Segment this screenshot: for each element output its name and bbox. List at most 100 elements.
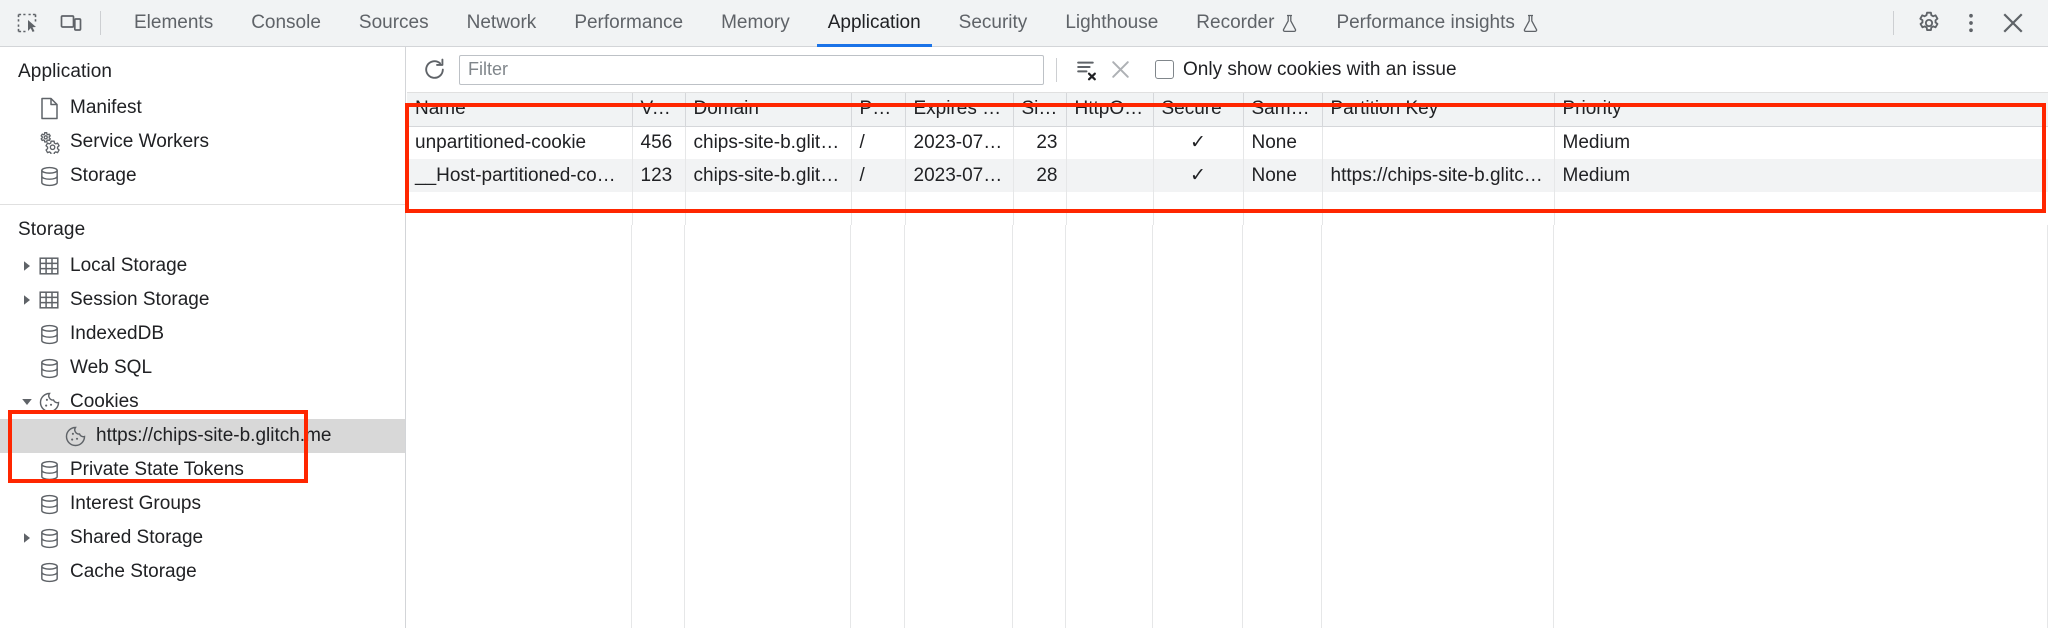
col-header-expires[interactable]: Expires / M…	[905, 93, 1014, 127]
col-header-httponly[interactable]: HttpOnly	[1066, 93, 1154, 127]
sidebar-item-cache-storage[interactable]: Cache Storage	[0, 555, 405, 589]
empty-cell	[1066, 192, 1154, 225]
cookie-icon	[62, 425, 88, 448]
cell-path: /	[851, 159, 906, 192]
col-header-name[interactable]: Name	[407, 93, 633, 127]
cell-domain: chips-site-b.glitch.me	[685, 159, 852, 192]
sidebar-item-storage[interactable]: Storage	[0, 159, 405, 193]
cell-secure: ✓	[1153, 126, 1244, 159]
cookies-toolbar: Only show cookies with an issue	[407, 47, 2048, 93]
tabbar-left-icons	[0, 8, 86, 38]
tab-label: Performance insights	[1336, 12, 1515, 33]
cell-priority: Medium	[1554, 126, 2048, 159]
only-issues-checkbox-row[interactable]: Only show cookies with an issue	[1155, 59, 1457, 81]
cell-expires: 2023-07-07…	[905, 159, 1014, 192]
column-separator	[1012, 225, 1013, 628]
chevron-right-icon[interactable]	[18, 260, 36, 272]
sidebar-item-indexeddb[interactable]: IndexedDB	[0, 317, 405, 351]
tab-application[interactable]: Application	[809, 0, 940, 47]
empty-cell	[1153, 192, 1244, 225]
table-header-row: Name Value Domain Path Expires / M… Size…	[407, 93, 2048, 127]
tab-recorder[interactable]: Recorder	[1177, 0, 1317, 47]
chevron-right-icon[interactable]	[18, 532, 36, 544]
cell-size: 23	[1013, 126, 1067, 159]
column-separator	[1242, 225, 1243, 628]
col-header-partition-key[interactable]: Partition Key	[1322, 93, 1555, 127]
sidebar-item-cookies[interactable]: Cookies	[0, 385, 405, 419]
tab-lighthouse[interactable]: Lighthouse	[1046, 0, 1177, 47]
filter-input[interactable]	[459, 54, 1044, 85]
cell-value: 123	[632, 159, 686, 192]
empty-cell	[407, 192, 633, 225]
device-toolbar-icon[interactable]	[56, 8, 86, 38]
sidebar-group-title-storage: Storage	[18, 219, 86, 240]
only-issues-checkbox[interactable]	[1155, 60, 1174, 79]
column-separator	[1553, 225, 1554, 628]
tabbar-right-icons	[1893, 4, 2048, 42]
sidebar-item-service-workers[interactable]: Service Workers	[0, 125, 405, 159]
sidebar-item-label: Service Workers	[70, 131, 210, 152]
gear-icon[interactable]	[1910, 4, 1948, 42]
tabbar-right-divider	[1893, 11, 1894, 35]
sidebar-item-local-storage[interactable]: Local Storage	[0, 249, 405, 283]
toolbar-divider	[1056, 57, 1057, 82]
sidebar-item-web-sql[interactable]: Web SQL	[0, 351, 405, 385]
inspect-element-icon[interactable]	[12, 8, 42, 38]
tab-performance-insights[interactable]: Performance insights	[1317, 0, 1557, 47]
table-empty-row	[407, 192, 2048, 225]
col-header-samesite[interactable]: SameSite	[1243, 93, 1323, 127]
cookies-table-wrapper: Name Value Domain Path Expires / M… Size…	[407, 93, 2048, 628]
database-icon	[36, 165, 62, 188]
col-header-priority[interactable]: Priority	[1554, 93, 2048, 127]
sidebar-item-label: https://chips-site-b.glitch.me	[96, 425, 332, 446]
cookies-table-body: unpartitioned-cookie 456 chips-site-b.gl…	[407, 126, 2048, 225]
sidebar-item-manifest[interactable]: Manifest	[0, 91, 405, 125]
tab-sources[interactable]: Sources	[340, 0, 448, 47]
table-icon	[36, 255, 62, 277]
sidebar-item-cookie-origin[interactable]: https://chips-site-b.glitch.me	[0, 419, 405, 453]
experiment-flask-icon	[1522, 14, 1539, 33]
empty-cell	[851, 192, 906, 225]
sidebar-item-label: Local Storage	[70, 255, 188, 276]
clear-filtered-cookies-icon[interactable]	[1069, 53, 1103, 87]
table-row[interactable]: __Host-partitioned-cookie 123 chips-site…	[407, 159, 2048, 192]
sidebar-item-label: Session Storage	[70, 289, 210, 310]
col-header-domain[interactable]: Domain	[685, 93, 852, 127]
col-header-size[interactable]: Size	[1013, 93, 1067, 127]
sidebar-item-private-state-tokens[interactable]: Private State Tokens	[0, 453, 405, 487]
cookie-icon	[36, 391, 62, 414]
tab-network[interactable]: Network	[448, 0, 556, 47]
tab-performance[interactable]: Performance	[555, 0, 702, 47]
tab-elements[interactable]: Elements	[115, 0, 232, 47]
table-row[interactable]: unpartitioned-cookie 456 chips-site-b.gl…	[407, 126, 2048, 159]
column-separator	[1152, 225, 1153, 628]
kebab-menu-icon[interactable]	[1952, 4, 1990, 42]
tab-label: Lighthouse	[1065, 12, 1159, 33]
sidebar-item-interest-groups[interactable]: Interest Groups	[0, 487, 405, 521]
tab-label: Sources	[358, 12, 429, 33]
col-header-secure[interactable]: Secure	[1153, 93, 1244, 127]
cell-partition-key: https://chips-site-b.glitch.me	[1322, 159, 1555, 192]
col-header-path[interactable]: Path	[851, 93, 906, 127]
tab-label: Application	[827, 12, 921, 33]
column-separator	[684, 225, 685, 628]
tab-console[interactable]: Console	[232, 0, 340, 47]
sidebar-item-shared-storage[interactable]: Shared Storage	[0, 521, 405, 555]
tab-memory[interactable]: Memory	[702, 0, 809, 47]
chevron-down-icon[interactable]	[18, 397, 36, 407]
col-header-value[interactable]: Value	[632, 93, 686, 127]
chevron-right-icon[interactable]	[18, 294, 36, 306]
sidebar-item-label: Storage	[70, 165, 137, 186]
refresh-icon[interactable]	[417, 53, 451, 87]
close-icon[interactable]	[1994, 4, 2032, 42]
tab-security[interactable]: Security	[940, 0, 1047, 47]
cell-samesite: None	[1243, 159, 1323, 192]
cookies-table: Name Value Domain Path Expires / M… Size…	[407, 93, 2048, 225]
clear-all-cookies-icon[interactable]	[1103, 53, 1137, 87]
table-icon	[36, 289, 62, 311]
column-separator	[1321, 225, 1322, 628]
column-separator	[631, 225, 632, 628]
cell-name: unpartitioned-cookie	[407, 126, 633, 159]
sidebar-item-session-storage[interactable]: Session Storage	[0, 283, 405, 317]
